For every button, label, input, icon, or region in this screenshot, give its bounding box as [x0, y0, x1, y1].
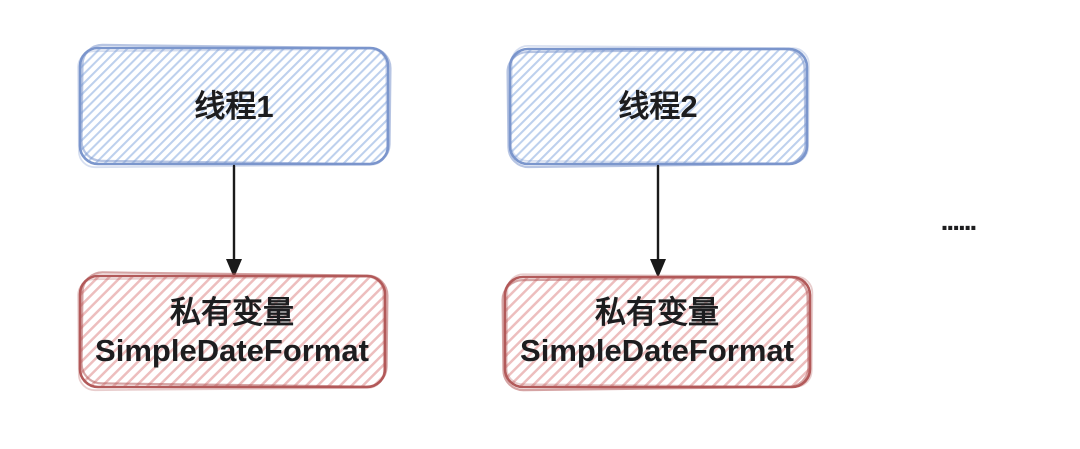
node-variable-1-label-line2: SimpleDateFormat	[95, 333, 369, 368]
node-variable-2-label-line1: 私有变量	[595, 295, 719, 330]
node-thread-2: 线程2	[506, 44, 810, 169]
arrow-thread1-head	[226, 259, 242, 278]
node-variable-1-fill	[80, 276, 385, 387]
node-thread-2-label: 线程2	[618, 89, 697, 124]
node-thread-2-fill	[510, 49, 807, 164]
node-variable-2-border-sketch2	[505, 273, 814, 388]
node-thread-1-border	[78, 46, 390, 166]
node-thread-1-border-sketch	[80, 43, 392, 166]
node-thread-2-border	[508, 47, 809, 166]
node-variable-1: 私有变量 SimpleDateFormat	[77, 271, 389, 392]
node-thread-1: 线程1	[77, 43, 392, 169]
node-variable-1-border	[78, 274, 387, 389]
node-variable-2: 私有变量 SimpleDateFormat	[501, 273, 814, 392]
arrow-thread2-to-variable2	[650, 164, 666, 278]
arrow-thread2-head	[650, 259, 666, 278]
node-thread-1-label: 线程1	[194, 89, 273, 124]
arrow-thread1-to-variable1	[226, 164, 242, 278]
more-threads-ellipsis: ......	[941, 205, 976, 236]
node-thread-1-fill	[80, 48, 388, 164]
node-variable-2-label-line2: SimpleDateFormat	[520, 333, 794, 368]
node-variable-2-fill	[505, 277, 810, 387]
node-variable-1-border-sketch	[80, 271, 389, 388]
node-variable-2-border-sketch	[501, 275, 810, 392]
node-variable-1-border-sketch2	[77, 275, 385, 392]
node-variable-2-border	[503, 275, 812, 389]
node-variable-1-label-line1: 私有变量	[170, 295, 294, 330]
node-thread-2-border-sketch2	[510, 44, 810, 165]
